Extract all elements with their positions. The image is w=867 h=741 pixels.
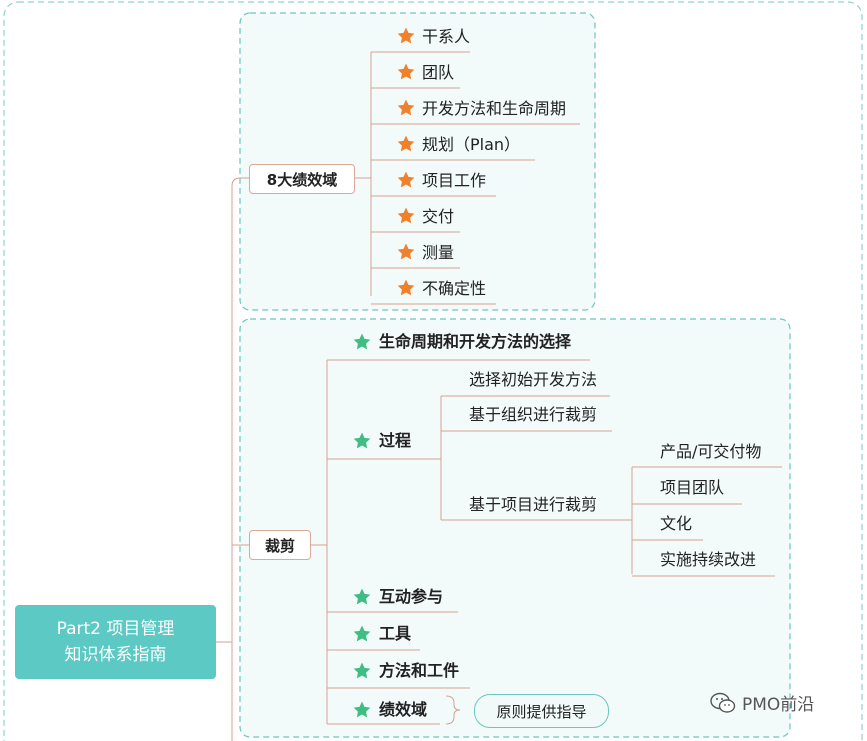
domain-item[interactable]: 团队 [422, 63, 455, 82]
tools-node[interactable]: 工具 [379, 624, 412, 643]
process-item[interactable]: 基于组织进行裁剪 [469, 405, 598, 424]
lifecycle-node[interactable]: 生命周期和开发方法的选择 [379, 332, 572, 351]
root-line-2: 知识体系指南 [64, 645, 167, 665]
star-icon [397, 243, 415, 260]
root-line-1: Part2 项目管理 [56, 619, 175, 639]
star-icon [353, 333, 371, 350]
engagement-node[interactable]: 互动参与 [379, 587, 444, 606]
watermark: PMO前沿 [710, 690, 814, 715]
star-icon [397, 99, 415, 116]
star-icon [353, 701, 371, 718]
star-icon [397, 63, 415, 80]
star-icon [397, 27, 415, 44]
star-icon [397, 279, 415, 296]
domain-item[interactable]: 开发方法和生命周期 [422, 99, 567, 118]
domain-item[interactable]: 干系人 [422, 27, 471, 46]
star-icon [353, 432, 371, 449]
star-icon [397, 171, 415, 188]
star-icon [397, 207, 415, 224]
domain-item[interactable]: 规划（Plan） [422, 135, 521, 154]
project-tailoring-item[interactable]: 文化 [660, 514, 693, 533]
principle-note[interactable]: 原则提供指导 [474, 694, 609, 728]
process-node[interactable]: 过程 [379, 431, 412, 450]
project-tailoring-item[interactable]: 产品/可交付物 [660, 442, 762, 461]
process-item[interactable]: 选择初始开发方法 [469, 370, 598, 389]
performance-node[interactable]: 绩效域 [379, 700, 428, 719]
process-item[interactable]: 基于项目进行裁剪 [469, 495, 598, 514]
domain-item[interactable]: 不确定性 [422, 279, 487, 298]
star-icon [353, 625, 371, 642]
project-tailoring-item[interactable]: 项目团队 [660, 478, 725, 497]
domains-node[interactable]: 8大绩效域 [249, 164, 355, 194]
tailoring-node[interactable]: 裁剪 [249, 530, 311, 560]
project-tailoring-item[interactable]: 实施持续改进 [660, 550, 757, 569]
domain-item[interactable]: 交付 [422, 207, 455, 226]
watermark-text: PMO前沿 [742, 695, 815, 715]
star-icon [353, 588, 371, 605]
wechat-icon [710, 692, 736, 713]
domain-item[interactable]: 测量 [422, 243, 455, 262]
methods-node[interactable]: 方法和工件 [379, 661, 460, 680]
star-icon [353, 662, 371, 679]
root-node[interactable]: Part2 项目管理 知识体系指南 [15, 605, 216, 679]
star-icon [397, 135, 415, 152]
domain-item[interactable]: 项目工作 [422, 171, 487, 190]
